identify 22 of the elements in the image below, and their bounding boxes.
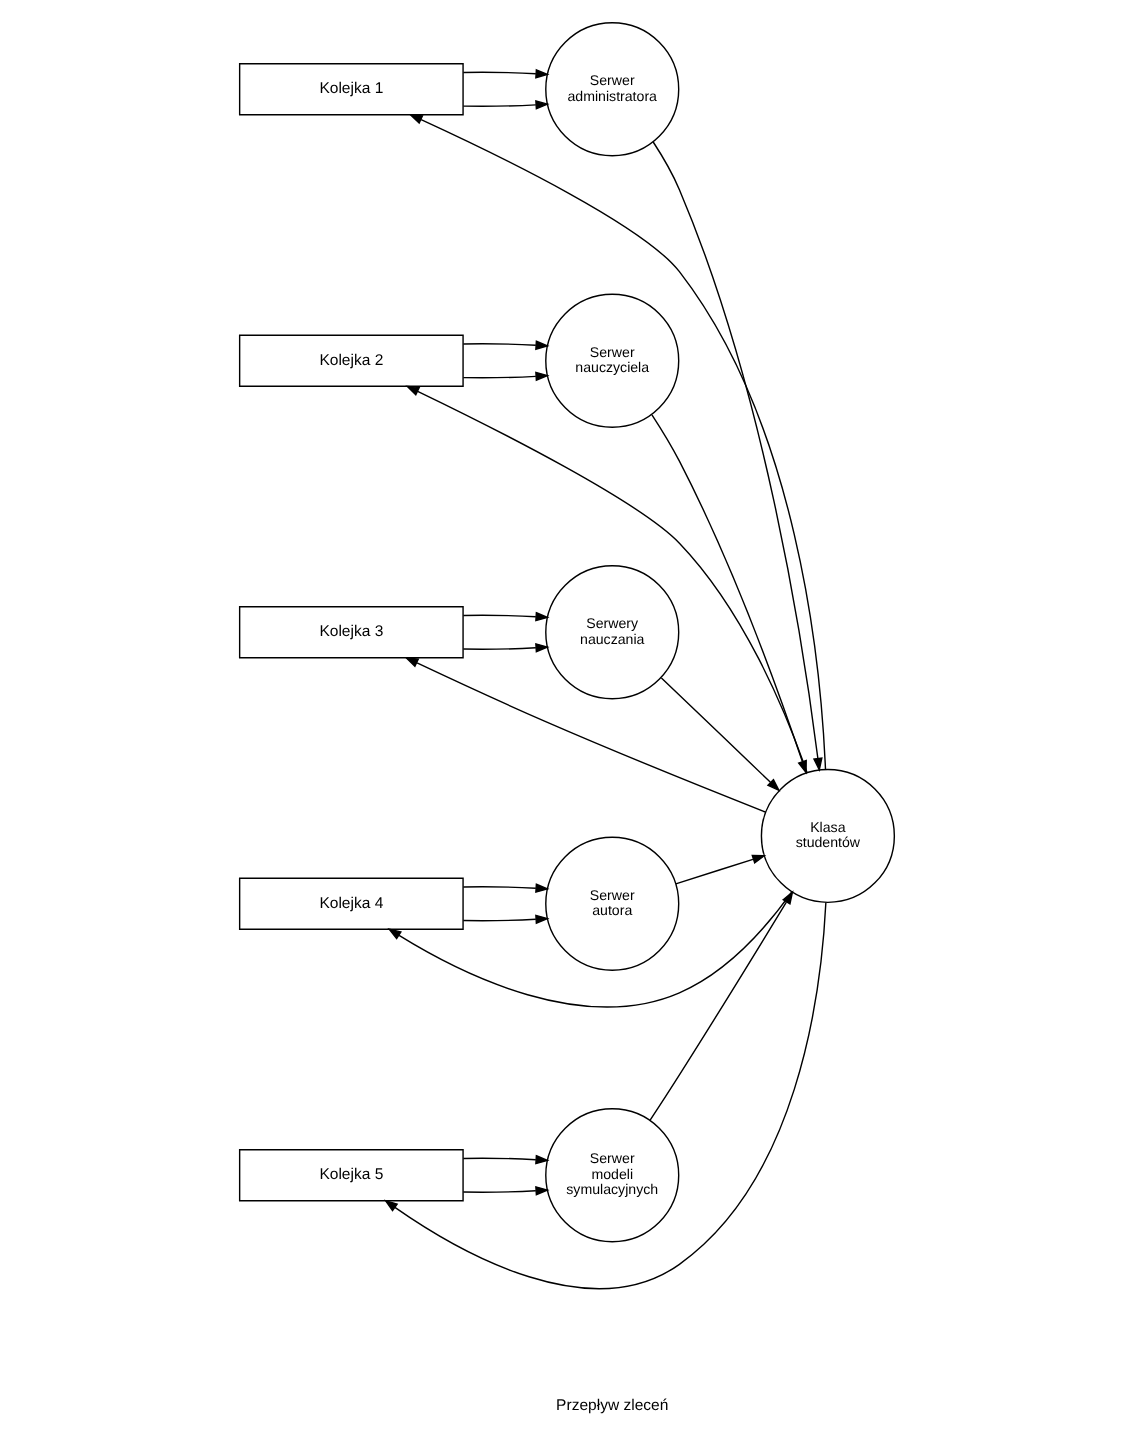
node-box: Kolejka 1 xyxy=(238,63,464,116)
arrow xyxy=(404,657,767,813)
arrow xyxy=(462,371,550,382)
node-box: Kolejka 4 xyxy=(238,877,464,930)
arrow xyxy=(462,642,550,653)
arrow xyxy=(462,340,550,351)
arrow xyxy=(652,141,823,772)
arrow xyxy=(462,99,550,110)
label: Przepływ zleceń xyxy=(556,1395,669,1414)
node-box: Kolejka 5 xyxy=(238,1149,464,1202)
arrow xyxy=(408,113,827,770)
arrow xyxy=(383,901,827,1290)
arrow xyxy=(462,883,550,894)
arrow xyxy=(675,854,767,885)
arrow xyxy=(462,914,550,925)
arrow xyxy=(462,611,550,622)
arrow xyxy=(462,68,550,79)
node-box: Kolejka 2 xyxy=(238,334,464,387)
arrow xyxy=(462,1154,550,1165)
arrow xyxy=(462,1185,550,1196)
arrow xyxy=(660,677,781,792)
node-box: Kolejka 3 xyxy=(238,606,464,659)
